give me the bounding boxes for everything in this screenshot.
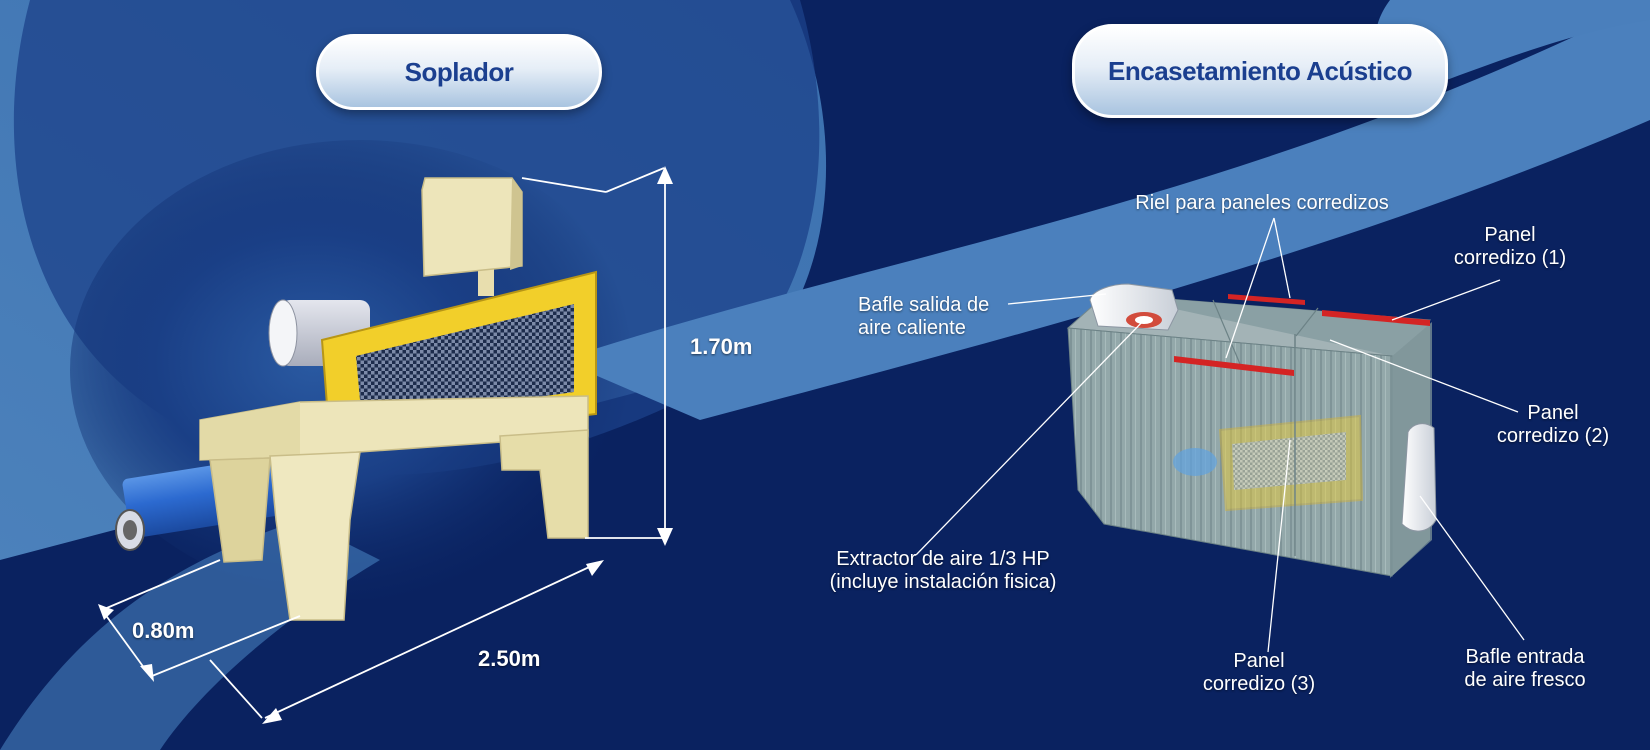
label-panel-2-line2: corredizo (2) [1496, 425, 1610, 447]
label-baffle-outlet: Bafle salida de aire caliente [858, 294, 989, 340]
label-extractor-line2: (incluye instalación fisica) [829, 571, 1057, 593]
label-extractor-line1: Extractor de aire 1/3 HP [836, 548, 1050, 570]
label-panel-1: Panel corredizo (1) [1440, 224, 1580, 270]
label-baffle-outlet-line1: Bafle salida de [858, 294, 990, 316]
label-baffle-inlet-line2: de aire fresco [1464, 669, 1586, 691]
label-panel-1-line2: corredizo (1) [1453, 247, 1567, 269]
label-panel-3-line2: corredizo (3) [1202, 673, 1316, 695]
blower-illustration [115, 177, 597, 621]
callout-lines [915, 217, 1525, 653]
title-enclosure-text: Encasetamiento Acústico [1108, 55, 1412, 86]
title-blower: Soplador [316, 34, 602, 110]
dimension-width: 0.80m [132, 618, 195, 643]
dimension-lines [101, 167, 666, 719]
dimension-height: 1.70m [690, 334, 753, 359]
label-baffle-outlet-line2: aire caliente [858, 317, 966, 339]
title-enclosure: Encasetamiento Acústico [1072, 24, 1448, 118]
label-panel-2-line1: Panel [1527, 402, 1579, 424]
enclosure-illustration [1066, 283, 1437, 578]
dimension-arrowheads [98, 166, 673, 724]
dimension-length: 2.50m [478, 646, 541, 671]
label-baffle-inlet-line1: Bafle entrada [1465, 646, 1585, 668]
label-panel-3: Panel corredizo (3) [1186, 650, 1332, 696]
label-rail-text: Riel para paneles corredizos [1135, 192, 1389, 214]
label-panel-1-line1: Panel [1484, 224, 1536, 246]
label-baffle-inlet: Bafle entrada de aire fresco [1440, 646, 1610, 692]
label-panel-3-line1: Panel [1233, 650, 1285, 672]
title-blower-text: Soplador [404, 56, 514, 87]
label-extractor: Extractor de aire 1/3 HP (incluye instal… [812, 548, 1074, 594]
label-rail: Riel para paneles corredizos [1112, 192, 1412, 215]
label-panel-2: Panel corredizo (2) [1480, 402, 1626, 448]
